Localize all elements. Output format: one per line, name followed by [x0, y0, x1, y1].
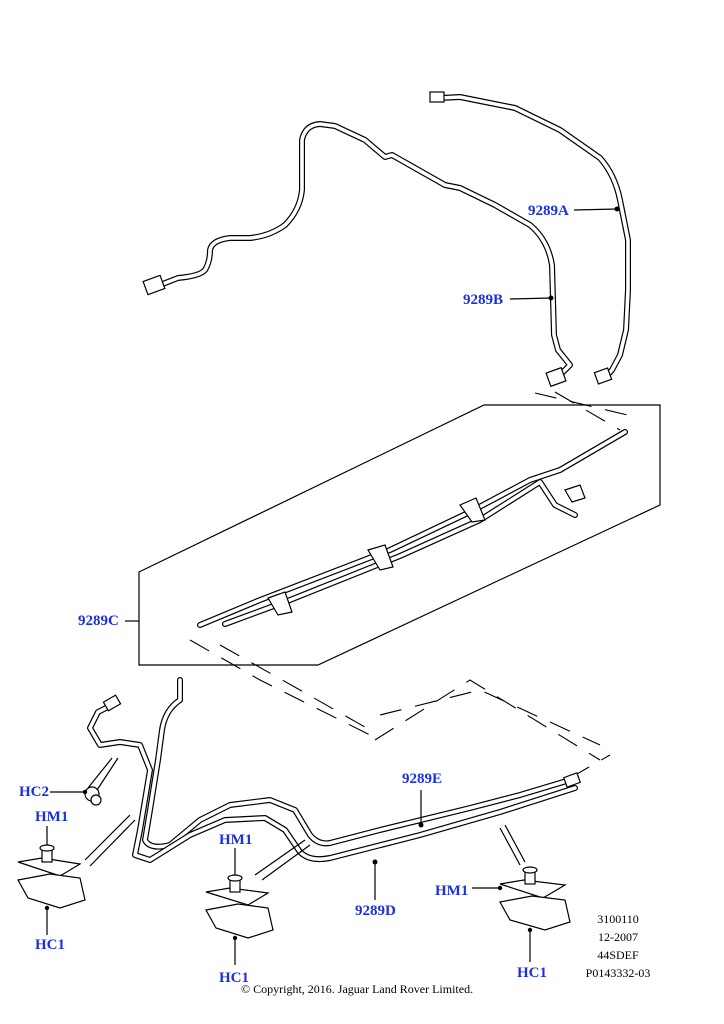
- clip-hc2: [50, 757, 119, 806]
- assembly-box-9289c: [125, 391, 661, 666]
- connector-lower-b: [562, 772, 582, 788]
- connector-9289a-end: [593, 367, 613, 385]
- reference-part-id: P0143332-03: [585, 966, 651, 980]
- pipe-9289a: [429, 91, 631, 385]
- connector-9289a-start: [429, 91, 445, 103]
- callout-9289d[interactable]: 9289D: [355, 903, 396, 919]
- callout-hc1-left[interactable]: HC1: [35, 937, 65, 953]
- projection-lines: [189, 639, 611, 779]
- clip-group-right: [472, 824, 571, 962]
- callout-9289a[interactable]: 9289A: [528, 203, 569, 219]
- clip-group-left: [17, 814, 136, 935]
- pipe-9289b: [142, 121, 573, 388]
- callout-hm1-left[interactable]: HM1: [35, 809, 69, 825]
- reference-block: 3100110 12-2007 44SDEF P0143332-03: [578, 910, 658, 982]
- pipe-9289d-9289e: [87, 677, 582, 863]
- clip-group-middle: [205, 839, 311, 965]
- callout-9289b[interactable]: 9289B: [463, 292, 504, 308]
- callout-hm1-middle[interactable]: HM1: [219, 832, 253, 848]
- callout-hc1-middle[interactable]: HC1: [219, 970, 249, 986]
- callout-hm1-right[interactable]: HM1: [435, 883, 469, 899]
- reference-code: 3100110: [597, 912, 639, 926]
- reference-model: 44SDEF: [597, 948, 639, 962]
- copyright-notice: © Copyright, 2016. Jaguar Land Rover Lim…: [241, 982, 474, 996]
- callout-9289e[interactable]: 9289E: [402, 771, 443, 787]
- callout-hc1-right[interactable]: HC1: [517, 965, 547, 981]
- connector-9289b-start: [142, 274, 166, 296]
- connector-lower-a: [102, 694, 122, 712]
- callout-9289c[interactable]: 9289C: [78, 613, 119, 629]
- pipe-9289c: [197, 429, 628, 628]
- connector-9289b-end: [545, 366, 567, 388]
- callout-hc2[interactable]: HC2: [19, 784, 49, 800]
- reference-date: 12-2007: [598, 930, 638, 944]
